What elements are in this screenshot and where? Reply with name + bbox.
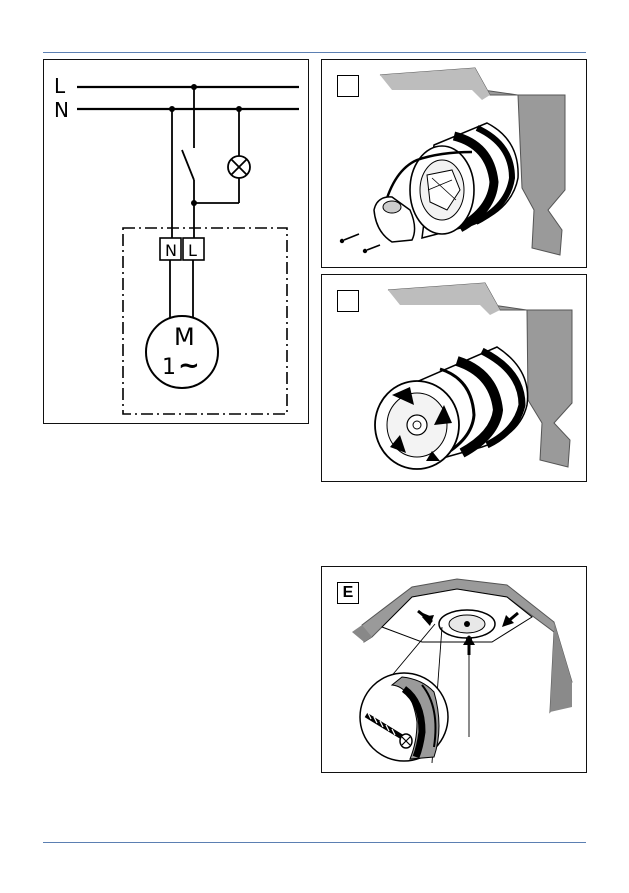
motor-letter: M [174, 323, 195, 351]
wiring-diagram-panel: L N N L M 1 ~ [43, 59, 309, 424]
fan-body-icon [410, 123, 518, 238]
terminal-n-label: N [165, 241, 177, 260]
line-label: L [54, 74, 66, 98]
neutral-label: N [54, 98, 69, 122]
step-label-e: E [337, 582, 359, 604]
motor-phase: 1 [162, 355, 176, 380]
header-rule [43, 52, 586, 53]
terminal-l-label: L [188, 241, 197, 260]
fan-wiring-panel [321, 59, 587, 268]
screw-icon [340, 234, 380, 253]
switch-icon [182, 150, 194, 180]
fan-assembled-panel [321, 274, 587, 482]
step-label [337, 290, 359, 312]
step-label [337, 75, 359, 97]
fan-housing-outline [123, 228, 287, 414]
wiring-diagram: L N N L M 1 ~ [44, 60, 310, 425]
footer-rule [43, 842, 586, 843]
fan-wiring-illustration [322, 60, 588, 269]
ac-symbol: ~ [178, 351, 200, 381]
fan-body-icon [375, 347, 528, 469]
ceiling-mount-illustration [322, 567, 588, 774]
ceiling-mount-panel: E [321, 566, 587, 773]
fan-assembled-illustration [322, 275, 588, 483]
